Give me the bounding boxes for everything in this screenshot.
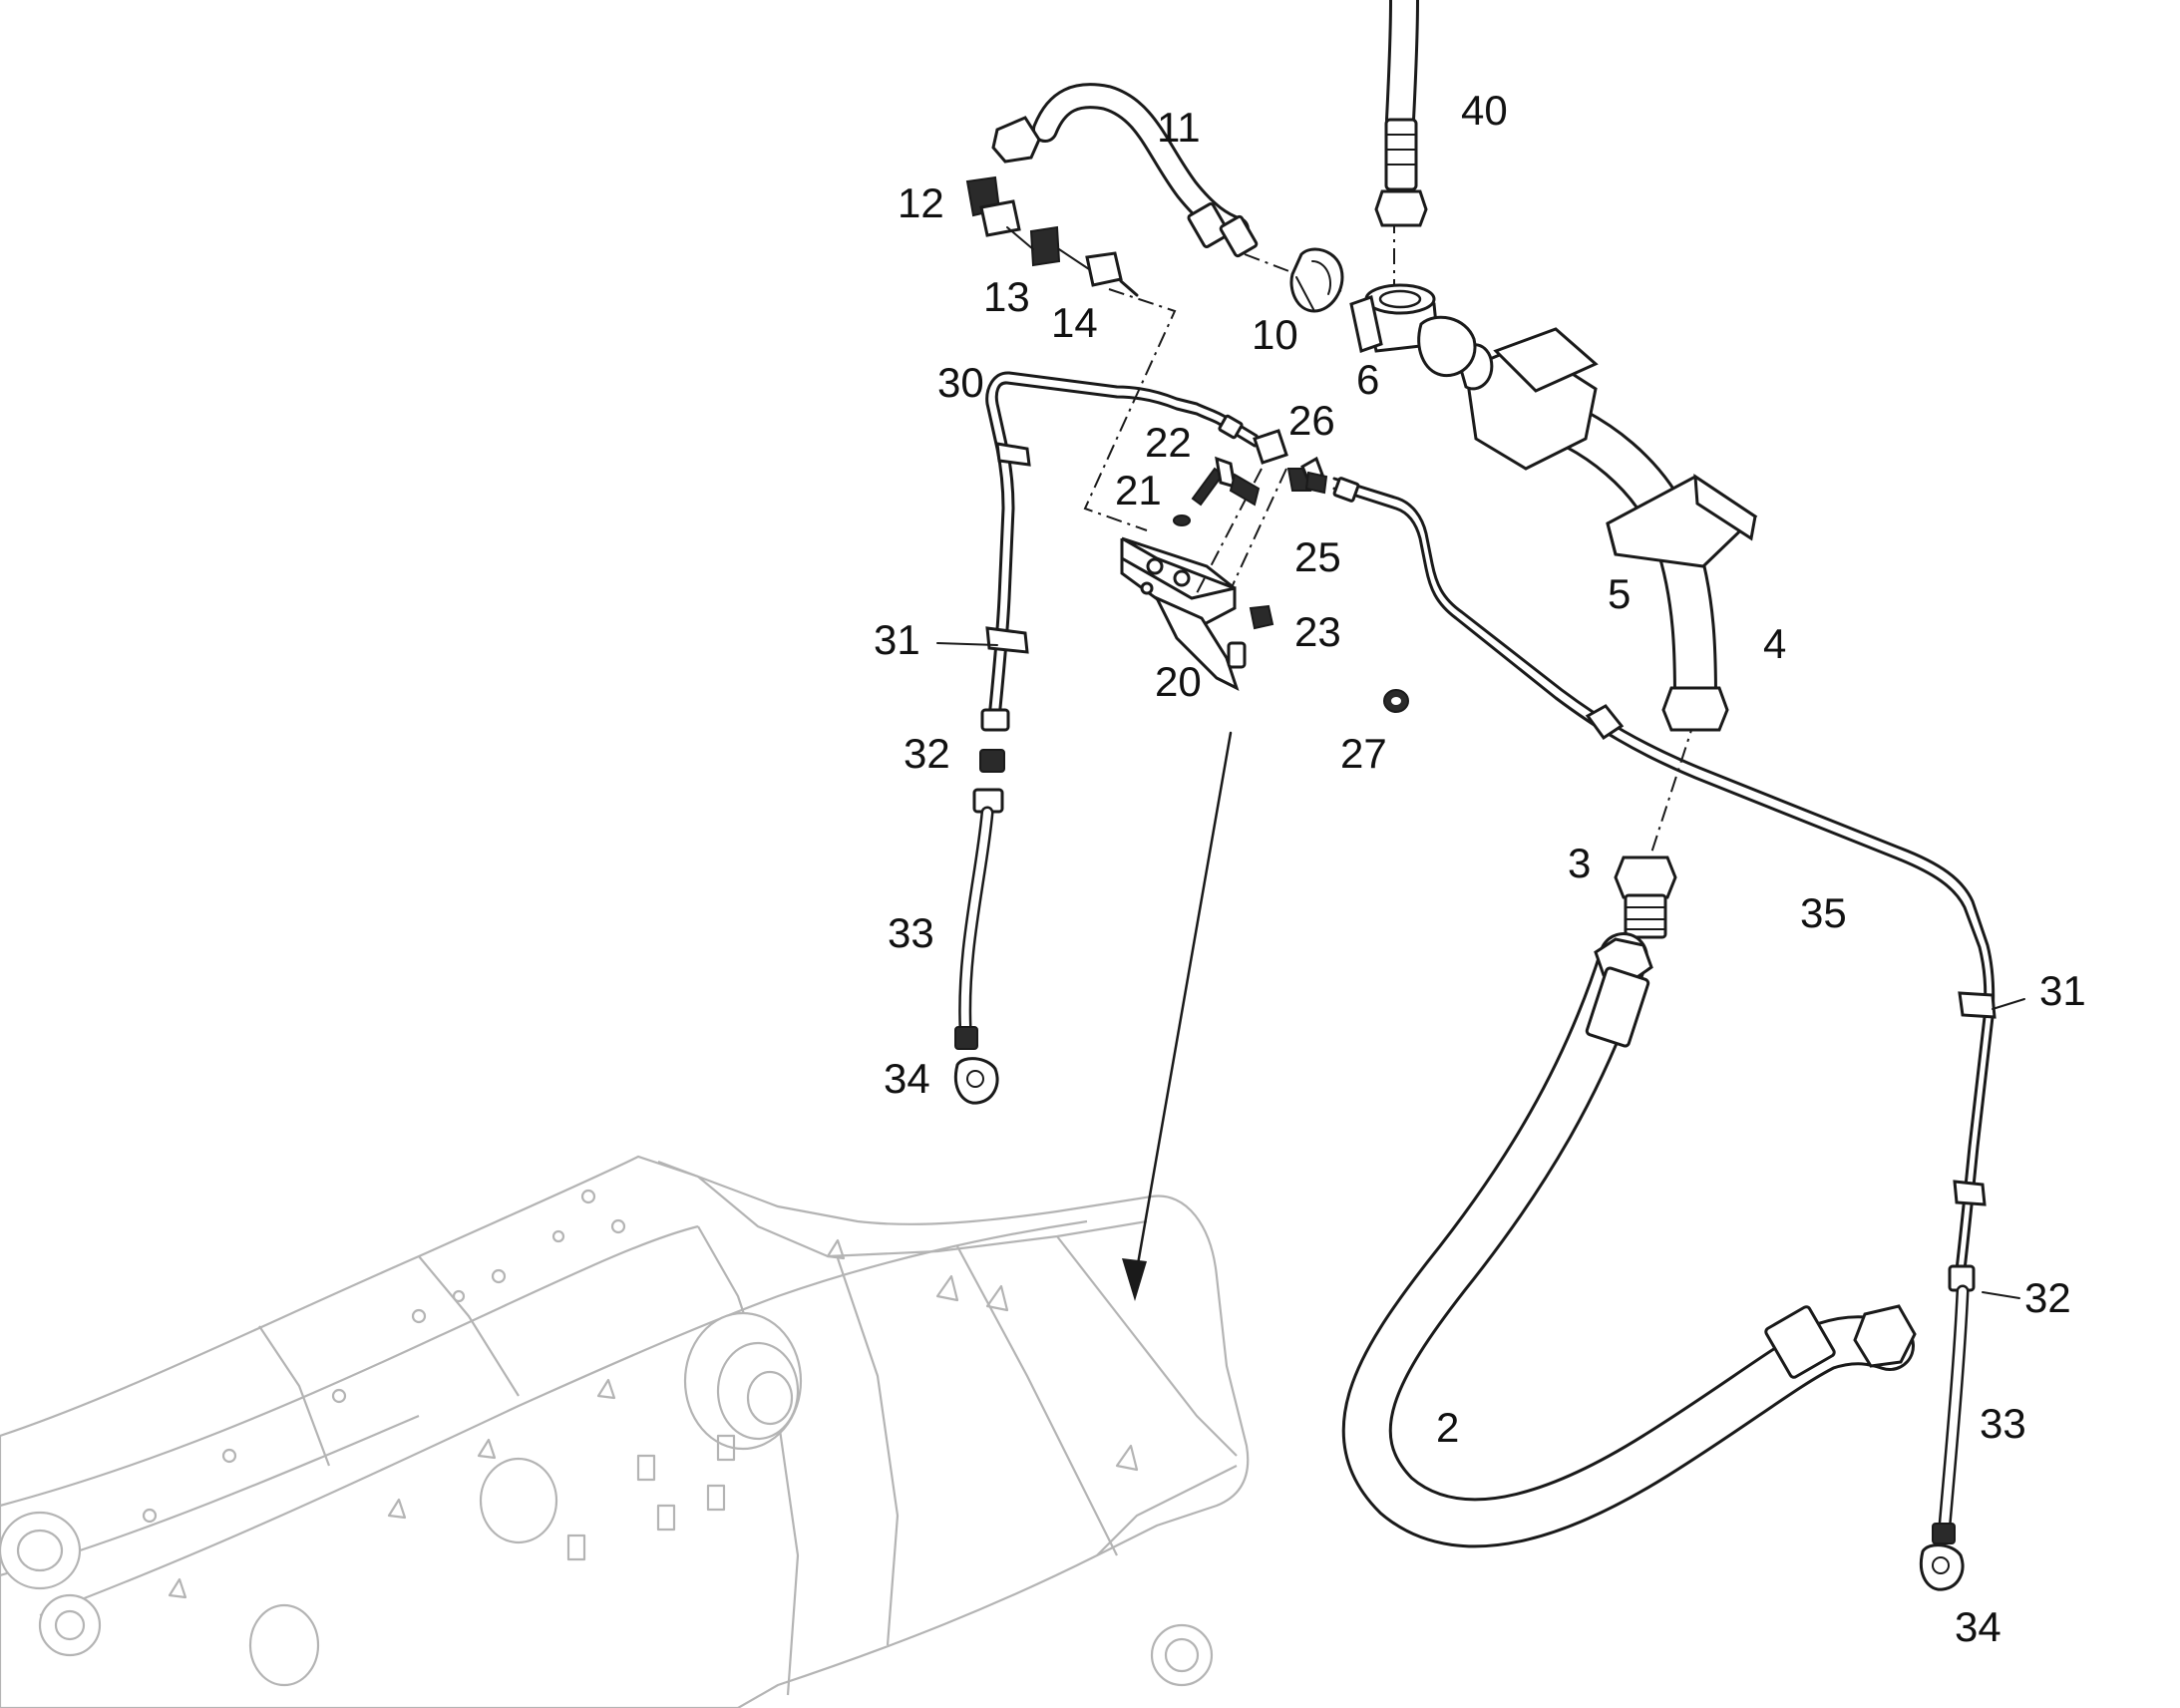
label-2: 2 [1436, 1404, 1459, 1451]
pipe-33-left [954, 708, 1010, 1105]
hose-11 [991, 83, 1259, 258]
boom-structure [0, 1155, 1250, 1708]
label-35: 35 [1800, 889, 1847, 936]
label-31-left: 31 [874, 616, 920, 663]
label-34-right: 34 [1955, 1603, 2001, 1650]
label-11: 11 [1157, 104, 1201, 151]
pipe-30-left [985, 371, 1259, 720]
label-27: 27 [1340, 730, 1387, 777]
label-22: 22 [1145, 419, 1192, 466]
label-31-right: 31 [2039, 967, 2086, 1014]
label-30: 30 [937, 359, 984, 406]
location-arrow [1122, 731, 1233, 1301]
label-33-right: 33 [1980, 1400, 2026, 1447]
nut-10 [1289, 247, 1344, 313]
flange-plate-5 [1606, 474, 1758, 568]
label-21: 21 [1115, 467, 1162, 513]
fittings-12-13-14 [965, 175, 1139, 297]
valve-block-20 [1120, 536, 1247, 691]
label-leaders [936, 642, 2025, 1299]
label-5: 5 [1608, 570, 1631, 617]
label-32-left: 32 [904, 730, 950, 777]
hose-40 [1374, 0, 1428, 227]
label-10: 10 [1252, 311, 1298, 358]
pipe-35-right [1332, 477, 1997, 1591]
label-3: 3 [1568, 840, 1591, 886]
label-25: 25 [1294, 533, 1341, 580]
part-labels: 40 11 12 13 14 10 6 30 26 22 21 25 5 4 2… [874, 87, 2086, 1650]
label-32-right: 32 [2024, 1274, 2071, 1321]
label-26: 26 [1288, 397, 1335, 444]
label-13: 13 [983, 273, 1030, 320]
adapter-3 [1614, 855, 1677, 939]
label-40: 40 [1461, 87, 1508, 134]
label-23: 23 [1294, 608, 1341, 655]
label-33-left: 33 [888, 909, 934, 956]
hose-2 [1341, 932, 1917, 1548]
label-4: 4 [1763, 620, 1786, 667]
label-6: 6 [1356, 356, 1379, 403]
label-20: 20 [1155, 658, 1202, 705]
label-34-left: 34 [884, 1055, 930, 1102]
small-parts-21-27 [1173, 429, 1409, 713]
label-12: 12 [898, 179, 944, 226]
label-14: 14 [1051, 299, 1098, 346]
